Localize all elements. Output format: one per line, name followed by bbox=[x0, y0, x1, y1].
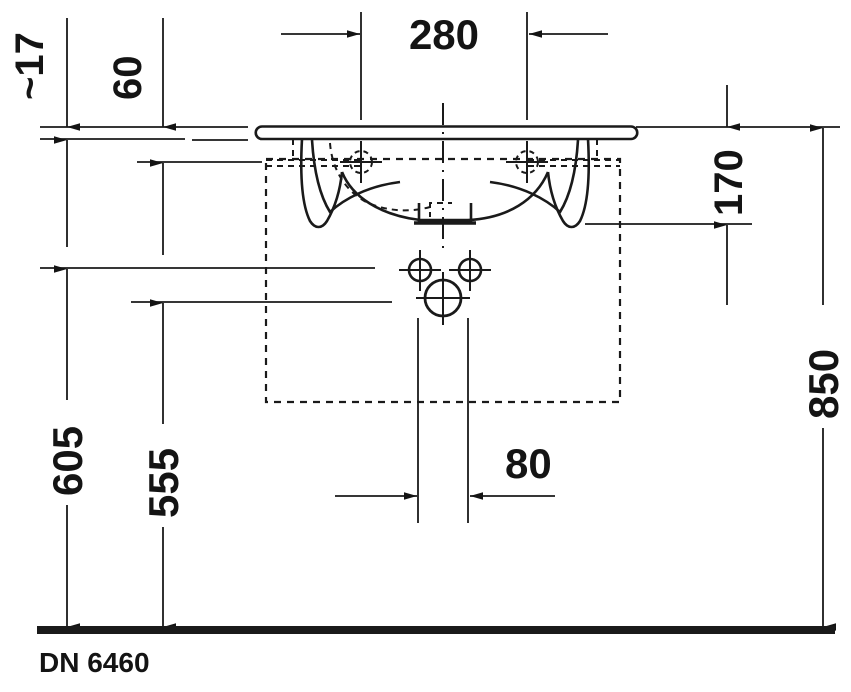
dimension-label-60: 60 bbox=[106, 56, 150, 101]
dimension-label-605-text: 605 bbox=[44, 426, 91, 496]
water-supply-right bbox=[449, 250, 491, 291]
dimension-label-60-text: 60 bbox=[106, 56, 150, 101]
water-supply-left bbox=[399, 250, 441, 291]
dimension-label-17-text: ~17 bbox=[8, 32, 52, 100]
dimension-line-280 bbox=[281, 12, 608, 120]
dimension-label-850-text: 850 bbox=[800, 349, 847, 419]
dimension-line-80 bbox=[335, 318, 555, 523]
dimension-label-170-text: 170 bbox=[707, 149, 751, 216]
dimension-label-80-text: 80 bbox=[505, 440, 552, 487]
counter-top-slab bbox=[254, 125, 639, 141]
basin-bowl bbox=[299, 138, 591, 229]
tap-hole-right bbox=[506, 141, 548, 183]
dimension-label-280: 280 bbox=[409, 11, 479, 58]
dimension-label-605: 605 bbox=[44, 426, 91, 496]
dimension-label-170: 170 bbox=[707, 149, 751, 216]
part-number-text: DN 6460 bbox=[39, 647, 150, 678]
dimension-label-17: ~17 bbox=[8, 32, 52, 100]
dimension-label-80: 80 bbox=[505, 440, 552, 487]
dimension-label-850: 850 bbox=[800, 349, 847, 419]
waste-outlet bbox=[416, 272, 470, 325]
dimension-label-555-text: 555 bbox=[140, 448, 187, 518]
floor-line bbox=[37, 626, 835, 634]
tap-hole-left bbox=[340, 141, 382, 183]
furniture-outline-dashed-rectangle bbox=[264, 157, 622, 404]
basin-hidden-brackets bbox=[266, 139, 620, 167]
part-number-label: DN 6460 bbox=[39, 647, 150, 678]
dimension-label-280-text: 280 bbox=[409, 11, 479, 58]
dimension-label-555: 555 bbox=[140, 448, 187, 518]
